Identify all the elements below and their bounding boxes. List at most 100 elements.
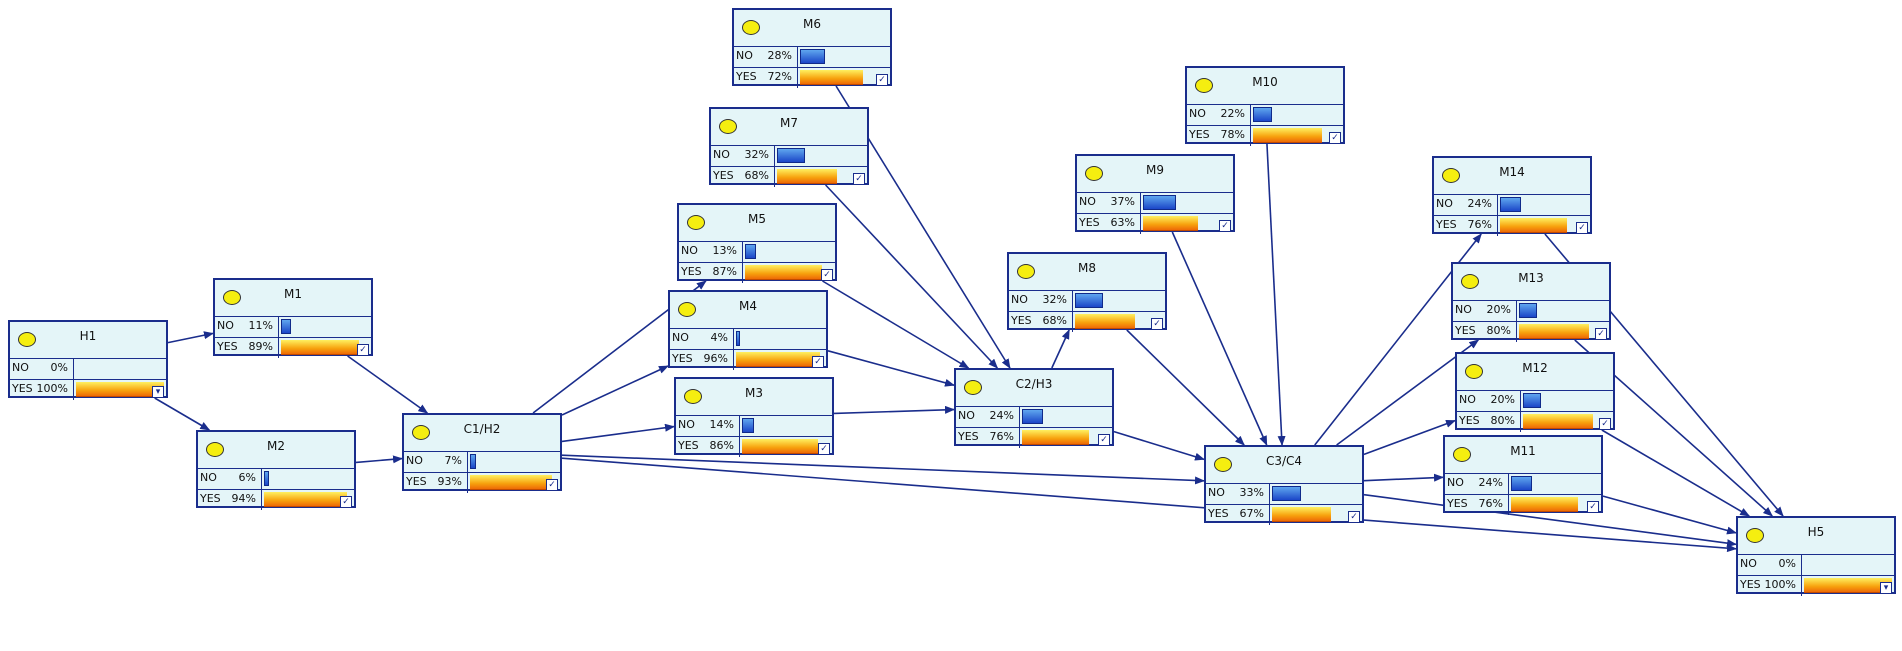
node-header: C1/H2 <box>404 415 560 452</box>
probability-bar-no <box>1511 476 1532 491</box>
arrow-down-icon[interactable]: ▾ <box>152 386 164 398</box>
edge-m3-to-c2h3 <box>833 405 955 415</box>
node-m4[interactable]: M4 NO 4% YES 96% ✓ <box>668 290 828 370</box>
state-row-yes: YES 86% ✓ <box>676 436 832 457</box>
state-oval-icon <box>1017 264 1035 279</box>
node-m14[interactable]: M14 NO 24% YES 76% ✓ <box>1432 156 1592 236</box>
node-title: M10 <box>1252 75 1278 89</box>
state-label-no: NO <box>1740 557 1757 570</box>
probability-bar-no <box>1022 409 1043 424</box>
edge-m2-to-c1h2 <box>355 455 403 464</box>
node-m11[interactable]: M11 NO 24% YES 76% ✓ <box>1443 435 1603 515</box>
edge-c2h3-to-m8 <box>1051 329 1070 369</box>
node-header: M5 <box>679 205 835 242</box>
node-title: M8 <box>1078 261 1096 275</box>
state-row-yes: YES 100% ▾ <box>10 379 166 400</box>
checkbox-icon[interactable]: ✓ <box>340 496 352 508</box>
state-label-no: NO <box>736 49 753 62</box>
checkbox-icon[interactable]: ✓ <box>1151 318 1163 330</box>
probability-bar-no <box>1272 486 1301 501</box>
node-header: C2/H3 <box>956 370 1112 407</box>
probability-bar-no <box>281 319 291 334</box>
checkbox-icon[interactable]: ✓ <box>1595 328 1607 340</box>
node-title: C2/H3 <box>1015 377 1053 391</box>
probability-no: 32% <box>744 148 769 161</box>
checkbox-icon[interactable]: ✓ <box>1599 418 1611 430</box>
probability-bar-yes <box>1511 497 1578 512</box>
node-m8[interactable]: M8 NO 32% YES 68% ✓ <box>1007 252 1167 332</box>
checkbox-icon[interactable]: ✓ <box>821 269 833 281</box>
probability-bar-no <box>1075 293 1103 308</box>
node-h1[interactable]: H1 NO 0% YES 100% ▾ <box>8 320 168 400</box>
checkbox-icon[interactable]: ✓ <box>1587 501 1599 513</box>
state-row-no: NO 0% <box>1738 554 1894 576</box>
node-header: M3 <box>676 379 832 416</box>
node-title: M12 <box>1522 361 1548 375</box>
state-row-no: NO 7% <box>404 451 560 473</box>
node-header: M10 <box>1187 68 1343 105</box>
state-label-no: NO <box>672 331 689 344</box>
node-m12[interactable]: M12 NO 20% YES 80% ✓ <box>1455 352 1615 432</box>
state-row-yes: YES 78% ✓ <box>1187 125 1343 146</box>
state-row-no: NO 37% <box>1077 192 1233 214</box>
divider <box>1269 504 1270 525</box>
node-m13[interactable]: M13 NO 20% YES 80% ✓ <box>1451 262 1611 342</box>
state-label-no: NO <box>678 418 695 431</box>
state-oval-icon <box>719 119 737 134</box>
edge-c3c4-to-m11 <box>1363 473 1444 482</box>
state-label-no: NO <box>713 148 730 161</box>
checkbox-icon[interactable]: ✓ <box>1576 222 1588 234</box>
checkbox-icon[interactable]: ✓ <box>1329 132 1341 144</box>
edge-m10-to-c3c4 <box>1266 143 1286 446</box>
state-label-no: NO <box>12 361 29 374</box>
edge-m11-to-h5 <box>1602 495 1737 535</box>
probability-yes: 68% <box>744 169 769 182</box>
node-header: M1 <box>215 280 371 317</box>
node-m7[interactable]: M7 NO 32% YES 68% ✓ <box>709 107 869 187</box>
node-m1[interactable]: M1 NO 11% YES 89% ✓ <box>213 278 373 358</box>
state-label-no: NO <box>1436 197 1453 210</box>
checkbox-icon[interactable]: ✓ <box>876 74 888 86</box>
checkbox-icon[interactable]: ✓ <box>357 344 369 356</box>
arrow-down-icon[interactable]: ▾ <box>1880 582 1892 594</box>
probability-bar-yes <box>1523 414 1593 429</box>
node-m5[interactable]: M5 NO 13% YES 87% ✓ <box>677 203 837 283</box>
probability-bar-no <box>264 471 269 486</box>
state-row-yes: YES 93% ✓ <box>404 472 560 493</box>
node-m6[interactable]: M6 NO 28% YES 72% ✓ <box>732 8 892 88</box>
state-label-yes: YES <box>678 439 699 452</box>
state-label-yes: YES <box>1079 216 1100 229</box>
state-oval-icon <box>1442 168 1460 183</box>
node-h5[interactable]: H5 NO 0% YES 100% ▾ <box>1736 516 1896 596</box>
node-header: H5 <box>1738 518 1894 555</box>
probability-bar-no <box>1519 303 1537 318</box>
checkbox-icon[interactable]: ✓ <box>1098 434 1110 446</box>
state-label-no: NO <box>1447 476 1464 489</box>
probability-bar-no <box>777 148 805 163</box>
checkbox-icon[interactable]: ✓ <box>1348 511 1360 523</box>
probability-no: 11% <box>248 319 273 332</box>
node-m2[interactable]: M2 NO 6% YES 94% ✓ <box>196 430 356 510</box>
node-header: M14 <box>1434 158 1590 195</box>
node-c2h3[interactable]: C2/H3 NO 24% YES 76% ✓ <box>954 368 1114 448</box>
checkbox-icon[interactable]: ✓ <box>1219 220 1231 232</box>
node-c3c4[interactable]: C3/C4 NO 33% YES 67% ✓ <box>1204 445 1364 525</box>
checkbox-icon[interactable]: ✓ <box>812 356 824 368</box>
edge-m1-to-c1h2 <box>347 355 429 414</box>
state-row-yes: YES 76% ✓ <box>956 427 1112 448</box>
divider <box>278 337 279 358</box>
state-label-yes: YES <box>1011 314 1032 327</box>
node-m10[interactable]: M10 NO 22% YES 78% ✓ <box>1185 66 1345 146</box>
checkbox-icon[interactable]: ✓ <box>546 479 558 491</box>
node-c1h2[interactable]: C1/H2 NO 7% YES 93% ✓ <box>402 413 562 493</box>
node-m9[interactable]: M9 NO 37% YES 63% ✓ <box>1075 154 1235 234</box>
state-label-no: NO <box>1459 393 1476 406</box>
node-m3[interactable]: M3 NO 14% YES 86% ✓ <box>674 377 834 457</box>
checkbox-icon[interactable]: ✓ <box>818 443 830 455</box>
probability-bar-no <box>1523 393 1541 408</box>
probability-no: 24% <box>989 409 1014 422</box>
probability-bar-yes <box>1519 324 1589 339</box>
state-row-no: NO 20% <box>1453 300 1609 322</box>
checkbox-icon[interactable]: ✓ <box>853 173 865 185</box>
